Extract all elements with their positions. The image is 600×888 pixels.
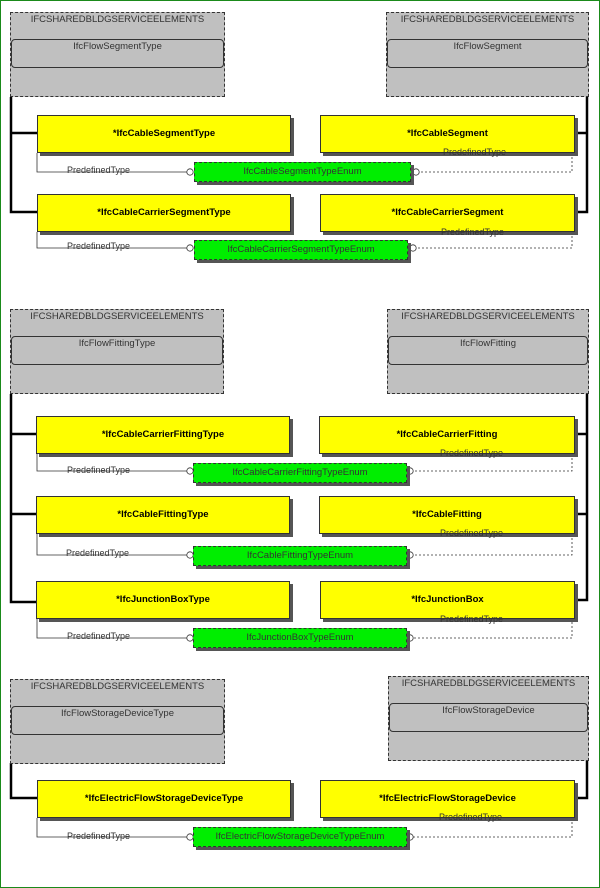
ref-flow-fitting[interactable]: IFCSHAREDBLDGSERVICEELEMENTS IfcFlowFitt…	[387, 309, 589, 394]
attribute-label: PredefinedType	[67, 465, 131, 475]
ref-flow-storage-device[interactable]: IFCSHAREDBLDGSERVICEELEMENTS IfcFlowStor…	[388, 676, 589, 761]
attribute-label: PredefinedType	[443, 147, 507, 157]
ref-flow-storage-device-type[interactable]: IFCSHAREDBLDGSERVICEELEMENTS IfcFlowStor…	[10, 679, 225, 764]
ref-entity-name: IfcFlowFittingType	[11, 336, 223, 365]
enum-cable-segment-type[interactable]: IfcCableSegmentTypeEnum	[194, 162, 411, 182]
ref-schema-label: IFCSHAREDBLDGSERVICEELEMENTS	[401, 678, 576, 689]
enum-junction-box-type[interactable]: IfcJunctionBoxTypeEnum	[193, 628, 407, 648]
ref-schema-label: IFCSHAREDBLDGSERVICEELEMENTS	[400, 14, 575, 25]
entity-cable-carrier-fitting-type[interactable]: *IfcCableCarrierFittingType	[36, 416, 290, 454]
ref-flow-segment[interactable]: IFCSHAREDBLDGSERVICEELEMENTS IfcFlowSegm…	[386, 12, 589, 97]
attribute-label: PredefinedType	[441, 227, 505, 237]
attribute-label: PredefinedType	[440, 614, 504, 624]
attribute-label: PredefinedType	[67, 631, 131, 641]
attribute-label: PredefinedType	[439, 812, 503, 822]
attribute-label: PredefinedType	[67, 241, 131, 251]
ref-entity-name: IfcFlowStorageDevice	[389, 703, 588, 732]
ref-entity-name: IfcFlowStorageDeviceType	[11, 706, 224, 735]
entity-cable-segment[interactable]: *IfcCableSegment	[320, 115, 575, 153]
entity-cable-carrier-fitting[interactable]: *IfcCableCarrierFitting	[319, 416, 575, 454]
entity-cable-fitting[interactable]: *IfcCableFitting	[319, 496, 575, 534]
attribute-label: PredefinedType	[66, 548, 130, 558]
entity-junction-box[interactable]: *IfcJunctionBox	[320, 581, 575, 619]
attribute-label: PredefinedType	[67, 165, 131, 175]
ref-schema-label: IFCSHAREDBLDGSERVICEELEMENTS	[30, 681, 205, 692]
ref-entity-name: IfcFlowFitting	[388, 336, 588, 365]
ref-entity-name: IfcFlowSegment	[387, 39, 588, 68]
attribute-label: PredefinedType	[67, 831, 131, 841]
entity-electric-flow-storage-device-type[interactable]: *IfcElectricFlowStorageDeviceType	[37, 780, 291, 818]
ref-flow-fitting-type[interactable]: IFCSHAREDBLDGSERVICEELEMENTS IfcFlowFitt…	[10, 309, 224, 394]
ref-schema-label: IFCSHAREDBLDGSERVICEELEMENTS	[401, 311, 575, 322]
entity-junction-box-type[interactable]: *IfcJunctionBoxType	[36, 581, 290, 619]
ref-schema-label: IFCSHAREDBLDGSERVICEELEMENTS	[30, 311, 204, 322]
enum-cable-fitting-type[interactable]: IfcCableFittingTypeEnum	[193, 546, 407, 566]
ref-entity-name: IfcFlowSegmentType	[11, 39, 224, 68]
enum-cable-carrier-fitting-type[interactable]: IfcCableCarrierFittingTypeEnum	[193, 463, 407, 483]
attribute-label: PredefinedType	[440, 448, 504, 458]
entity-cable-carrier-segment[interactable]: *IfcCableCarrierSegment	[320, 194, 575, 232]
entity-cable-carrier-segment-type[interactable]: *IfcCableCarrierSegmentType	[37, 194, 291, 232]
entity-electric-flow-storage-device[interactable]: *IfcElectricFlowStorageDevice	[320, 780, 575, 818]
entity-cable-fitting-type[interactable]: *IfcCableFittingType	[36, 496, 290, 534]
enum-electric-flow-storage-device-type[interactable]: IfcElectricFlowStorageDeviceTypeEnum	[193, 827, 407, 847]
entity-cable-segment-type[interactable]: *IfcCableSegmentType	[37, 115, 291, 153]
enum-cable-carrier-segment-type[interactable]: IfcCableCarrierSegmentTypeEnum	[194, 240, 408, 260]
attribute-label: PredefinedType	[440, 528, 504, 538]
ref-flow-segment-type[interactable]: IFCSHAREDBLDGSERVICEELEMENTS IfcFlowSegm…	[10, 12, 225, 97]
ref-schema-label: IFCSHAREDBLDGSERVICEELEMENTS	[30, 14, 205, 25]
